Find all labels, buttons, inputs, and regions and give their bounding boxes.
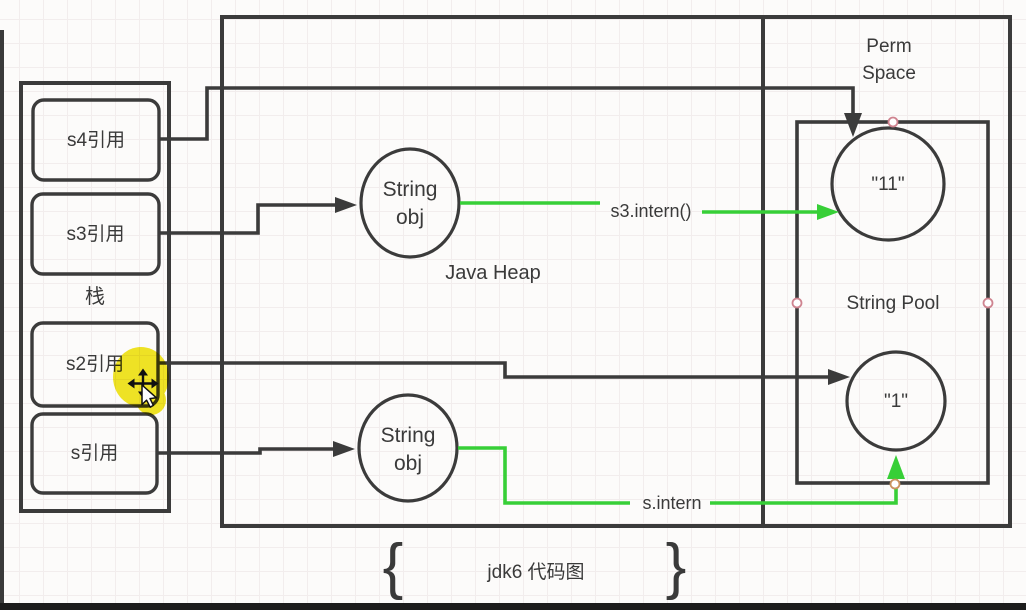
pool-const-11-circle[interactable]: [830, 126, 946, 242]
edge-s3-to-heap-obj1[interactable]: [160, 203, 337, 235]
heap-string-obj2-label: String obj: [380, 424, 436, 475]
edge-s4-to-pool11[interactable]: [159, 86, 855, 141]
edge-s3-intern-arrowhead: [817, 204, 839, 220]
edge-s3-intern-label: s3.intern(): [610, 201, 692, 221]
edge-s-to-heap-obj2[interactable]: [158, 447, 335, 455]
selection-handle-left[interactable]: [791, 297, 803, 309]
caption-text: jdk6 代码图: [487, 562, 585, 583]
edge-s-arrowhead: [333, 441, 355, 457]
edge-s-intern-label: s.intern: [642, 493, 702, 513]
stack-title-label: 栈: [85, 286, 105, 308]
screen-left-edge-strip: [0, 30, 4, 610]
string-pool-label: String Pool: [846, 293, 940, 314]
perm-space-box[interactable]: [761, 15, 1012, 528]
java-heap-label: Java Heap: [445, 262, 541, 284]
pool-const-11-label: "11": [871, 174, 905, 195]
heap-string-obj1-circle[interactable]: [359, 147, 461, 259]
edge-s-intern-green-left[interactable]: [458, 446, 630, 505]
selection-handle-bottom[interactable]: [889, 478, 901, 490]
selection-handle-right[interactable]: [982, 297, 994, 309]
stack-item-s4-label: s4引用: [66, 130, 126, 151]
video-letterbox-bar: [0, 603, 1026, 610]
stack-item-s2-label: s2引用: [65, 354, 125, 375]
stack-item-s-box[interactable]: [30, 412, 159, 495]
stack-item-s3-box[interactable]: [30, 192, 161, 276]
stack-item-s-label: s引用: [70, 443, 119, 464]
perm-space-label: Perm Space: [862, 36, 916, 84]
caption-right-brace: }: [665, 532, 687, 601]
pointer-cursor-icon: [141, 384, 158, 408]
edge-s4-arrowhead: [844, 113, 862, 137]
pool-const-1-label: "1": [883, 391, 909, 412]
edge-s3-arrowhead: [335, 197, 357, 213]
heap-string-obj1-label: String obj: [382, 178, 438, 229]
selection-handle-top[interactable]: [887, 116, 899, 128]
stack-item-s3-label: s3引用: [66, 224, 125, 245]
caption-left-brace: {: [382, 532, 404, 601]
edge-s2-to-pool1[interactable]: [159, 361, 829, 379]
edge-s-intern-arrowhead: [887, 455, 905, 479]
heap-string-obj2-circle[interactable]: [357, 393, 459, 503]
edge-s2-arrowhead: [828, 369, 850, 385]
pool-const-1-circle[interactable]: [845, 350, 947, 452]
stack-frame[interactable]: [19, 81, 171, 513]
